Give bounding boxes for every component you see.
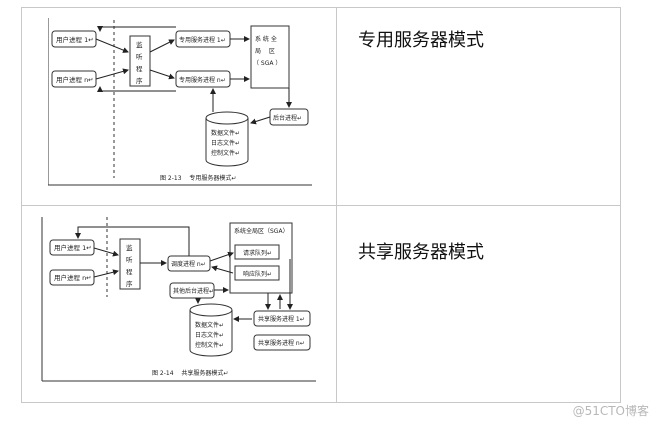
arrow-dispatcher-request bbox=[209, 251, 234, 262]
listener-char-4: 序 bbox=[136, 76, 143, 85]
response-queue-box bbox=[234, 265, 280, 281]
listener-box bbox=[119, 238, 141, 290]
log-file-label: 日志文件↵ bbox=[211, 139, 240, 147]
listener-char-3: 程 bbox=[126, 267, 133, 276]
watermark: @51CTO博客 bbox=[572, 404, 649, 418]
user-process-1-box bbox=[49, 239, 95, 256]
arrow-response-dispatcher bbox=[211, 265, 234, 274]
row-divider bbox=[21, 205, 621, 206]
database-files-cylinder bbox=[205, 111, 249, 167]
column-divider bbox=[336, 7, 337, 403]
arrow-background-db bbox=[250, 116, 271, 125]
user-process-n-box bbox=[49, 269, 95, 286]
arrow-server1-user1 bbox=[97, 26, 176, 32]
sga-line-2: 局 区 bbox=[255, 48, 275, 55]
arrow-usern-listener bbox=[93, 269, 119, 278]
user-process-1-label: 用户进程 1↵ bbox=[56, 35, 94, 44]
listener-char-2: 听 bbox=[126, 255, 133, 264]
listener-char-1: 监 bbox=[136, 40, 143, 49]
caption-shared-server-mode: 共享服务器模式 bbox=[358, 242, 484, 263]
dedicated-server-n-label: 专用服务进程 n↵ bbox=[179, 76, 226, 84]
dedicated-server-1-label: 专用服务进程 1↵ bbox=[179, 36, 226, 44]
other-background-label: 其他后台进程↵ bbox=[173, 287, 214, 295]
response-queue-label: 响应队列↵ bbox=[243, 270, 272, 278]
arrow-listener-servern bbox=[149, 69, 175, 80]
arrow-user1-listener bbox=[95, 38, 129, 53]
arrow-listener-server1 bbox=[149, 39, 175, 53]
user-process-1-label: 用户进程 1↵ bbox=[54, 243, 92, 252]
shared-server-1-box bbox=[253, 310, 311, 327]
sga-box bbox=[250, 25, 290, 89]
arrow-servern-usern bbox=[97, 86, 176, 92]
control-file-label: 控制文件↵ bbox=[195, 341, 224, 349]
arrow-usern-listener bbox=[95, 68, 129, 80]
listener-char-4: 序 bbox=[126, 279, 133, 288]
caption-dedicated-server-mode: 专用服务器模式 bbox=[358, 30, 484, 51]
sga-label: 系统全局区（SGA） bbox=[234, 227, 289, 235]
dispatcher-label: 调度进程 n↵ bbox=[171, 260, 206, 268]
dedicated-server-diagram: 用户进程 1↵ 用户进程 n↵ 监 听 程 序 专用服务进程 1↵ 专用服务进程… bbox=[47, 18, 314, 192]
sga-line-1: 系 统 全 bbox=[255, 35, 277, 43]
shared-server-1-label: 共享服务进程 1↵ bbox=[258, 315, 305, 323]
arrow-user1-listener bbox=[93, 247, 119, 257]
data-file-label: 数据文件↵ bbox=[211, 129, 240, 137]
user-process-n-label: 用户进程 n↵ bbox=[56, 75, 94, 84]
listener-char-3: 程 bbox=[136, 64, 143, 73]
data-file-label: 数据文件↵ bbox=[195, 321, 224, 329]
figure-label-2-13: 图 2-13 专用服务器模式↵ bbox=[160, 174, 236, 182]
request-queue-box bbox=[234, 244, 280, 260]
shared-server-diagram: 用户进程 1↵ 用户进程 n↵ 监 听 程 序 调度进程 n↵ 系统全局区（SG… bbox=[40, 215, 320, 389]
control-file-label: 控制文件↵ bbox=[211, 149, 240, 157]
shared-server-n-box bbox=[253, 334, 311, 351]
request-queue-label: 请求队列↵ bbox=[243, 249, 272, 257]
background-process-label: 后台进程↵ bbox=[273, 114, 302, 122]
arrow-dispatcher-user1 bbox=[75, 226, 190, 256]
shared-server-n-label: 共享服务进程 n↵ bbox=[258, 339, 305, 347]
database-files-cylinder bbox=[189, 303, 233, 357]
listener-char-1: 监 bbox=[126, 243, 133, 252]
user-process-n-label: 用户进程 n↵ bbox=[54, 273, 92, 282]
log-file-label: 日志文件↵ bbox=[195, 331, 224, 339]
figure-label-2-14: 图 2-14 共享服务器模式↵ bbox=[152, 369, 228, 377]
sga-line-3: （ SGA ） bbox=[253, 60, 281, 67]
listener-box bbox=[129, 35, 151, 87]
listener-char-2: 听 bbox=[136, 52, 143, 61]
